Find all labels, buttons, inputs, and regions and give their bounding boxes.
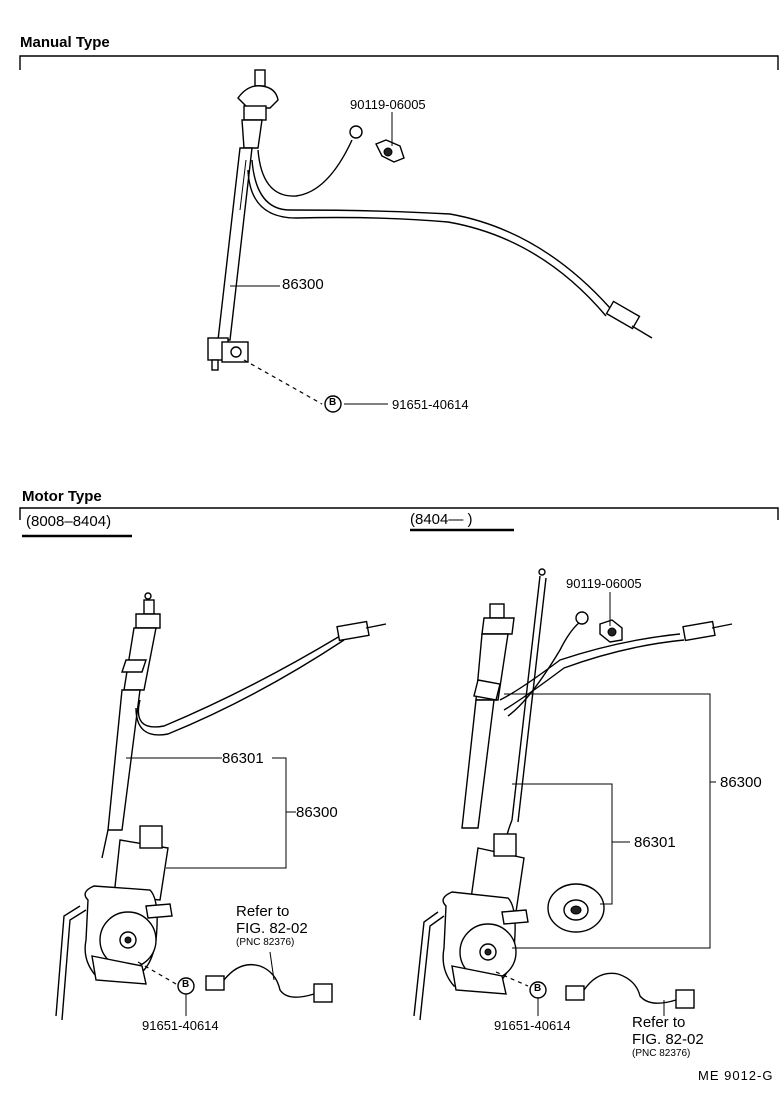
- figure-code: ME 9012-G: [698, 1068, 774, 1083]
- motor-section-title: Motor Type: [22, 488, 102, 505]
- part-number-antenna[interactable]: 86300: [282, 276, 324, 293]
- refer-figure-link[interactable]: FIG. 82-02: [632, 1031, 704, 1048]
- year-range-left: (8008–8404): [26, 513, 112, 530]
- refer-label: Refer to: [236, 903, 290, 920]
- part-number-antenna[interactable]: 86300: [720, 774, 762, 791]
- part-number-b-part[interactable]: 91651-40614: [142, 1018, 219, 1033]
- refer-pnc-label: (PNC 82376): [236, 937, 295, 948]
- b-badge: B: [182, 979, 190, 990]
- part-number-b-part[interactable]: 91651-40614: [494, 1018, 571, 1033]
- refer-pnc-label: (PNC 82376): [632, 1048, 691, 1059]
- refer-label: Refer to: [632, 1014, 686, 1031]
- motor-right-illustration: [413, 568, 733, 1021]
- refer-figure-link[interactable]: FIG. 82-02: [236, 920, 308, 937]
- part-number-bolt[interactable]: 90119-06005: [350, 97, 426, 112]
- motor-left-illustration: [55, 592, 387, 1021]
- motor-section-bracket: [19, 507, 779, 538]
- part-number-mast[interactable]: 86301: [634, 834, 676, 851]
- b-badge: B: [329, 397, 337, 408]
- manual-section-bracket: [19, 55, 779, 70]
- part-number-antenna[interactable]: 86300: [296, 804, 338, 821]
- manual-section-title: Manual Type: [20, 34, 110, 51]
- year-range-right: (8404— ): [410, 511, 473, 528]
- part-number-b-part[interactable]: 91651-40614: [392, 397, 469, 412]
- part-number-mast[interactable]: 86301: [222, 750, 264, 767]
- part-number-bolt[interactable]: 90119-06005: [566, 576, 642, 591]
- b-badge: B: [534, 983, 542, 994]
- manual-antenna-illustration: [207, 69, 653, 413]
